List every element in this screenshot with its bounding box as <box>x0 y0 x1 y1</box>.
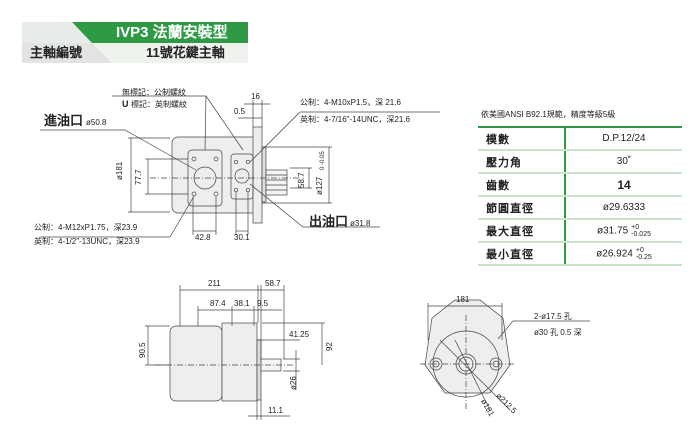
dim-77-7: 77.7 <box>134 169 143 185</box>
header-sub-left-bg <box>22 43 112 63</box>
imperial-thread-top: 英制：4-7/16"-14UNC，深21.6 <box>300 115 410 124</box>
outlet-label: 出油口 <box>309 214 349 229</box>
side-view-drawing <box>145 285 325 420</box>
thread-note-imperial: 標記：英制螺紋 <box>131 100 187 109</box>
dim-127: ø127 <box>315 176 324 195</box>
table-row: 最小直徑 ø26.924+0-0.25 <box>478 242 682 266</box>
metric-thread-bottom: 公制：4-M12xP1.75，深23.9 <box>34 223 138 232</box>
tol-lower: -0.25 <box>635 253 652 261</box>
dim-90-5: 90.5 <box>138 342 147 358</box>
hole-note-1: 2-ø17.5 孔 <box>534 312 572 321</box>
row-value: ø31.75 <box>597 225 629 237</box>
shaft-value: 11號花鍵主軸 <box>146 45 225 60</box>
hole-note-2: ø30 孔 0.5 深 <box>534 328 582 337</box>
tol-upper: +0 <box>635 246 644 254</box>
table-row: 最大直徑 ø31.75+0-0.025 <box>478 219 682 243</box>
dim-9-5: 9.5 <box>257 299 269 308</box>
tolerance: +0-0.025 <box>631 224 651 238</box>
inlet-diameter: ø50.8 <box>86 118 107 127</box>
tolerance: +0-0.25 <box>636 247 652 261</box>
dim-181: ø181 <box>115 161 124 180</box>
row-label: 模數 <box>478 127 566 151</box>
thread-note-u-prefix: U <box>122 99 129 109</box>
dim-127-tolerance: 0 -0.05 <box>320 151 326 170</box>
row-value: 14 <box>565 173 682 197</box>
tol-lower: -0.025 <box>631 230 651 238</box>
row-label: 節圓直徑 <box>478 196 566 220</box>
metric-thread-top: 公制：4-M10xP1.5，深 21.6 <box>300 98 401 107</box>
dim-38-1: 38.1 <box>234 299 250 308</box>
row-value: ø29.6333 <box>565 196 682 220</box>
row-value: ø26.924 <box>596 248 633 260</box>
page-title: IVP3 法蘭安裝型 <box>116 24 228 41</box>
row-label: 最小直徑 <box>478 242 566 266</box>
row-label: 壓力角 <box>478 150 566 174</box>
front-view-drawing <box>40 95 440 238</box>
shaft-label: 主軸編號 <box>30 45 83 60</box>
dim-58-7: 58.7 <box>297 172 306 188</box>
dim-11-1: 11.1 <box>268 406 283 415</box>
dim-41-25: 41.25 <box>289 330 310 339</box>
dim-30-1: 30.1 <box>234 233 250 242</box>
spec-caption: 依美國ANSI B92.1規範，精度等級5級 <box>481 110 616 119</box>
row-value: 30˚ <box>565 150 682 174</box>
thread-note-metric: 無標記：公制螺紋 <box>122 88 186 97</box>
row-value: D.P.12/24 <box>565 127 682 151</box>
dim-211: 211 <box>208 279 221 288</box>
outlet-diameter: ø31.8 <box>350 219 371 228</box>
dim-26: ø26 <box>289 376 298 390</box>
dim-92: 92 <box>325 342 334 351</box>
end-view-drawing <box>420 299 590 411</box>
dim-58-7-side: 58.7 <box>265 279 281 288</box>
tol-upper: +0 <box>631 223 640 231</box>
header-green-band <box>72 22 248 43</box>
imperial-thread-bottom: 英制：4-1/2"-13UNC，深23.9 <box>34 237 140 246</box>
inlet-label: 進油口 <box>44 113 84 128</box>
dim-0-5: 0.5 <box>234 107 246 116</box>
row-label: 最大直徑 <box>478 219 566 243</box>
dim-181-end: 181 <box>456 295 470 304</box>
dim-42-8: 42.8 <box>195 233 211 242</box>
dim-16: 16 <box>251 92 260 101</box>
row-label: 齒數 <box>478 173 566 197</box>
dim-87-4: 87.4 <box>210 299 226 308</box>
